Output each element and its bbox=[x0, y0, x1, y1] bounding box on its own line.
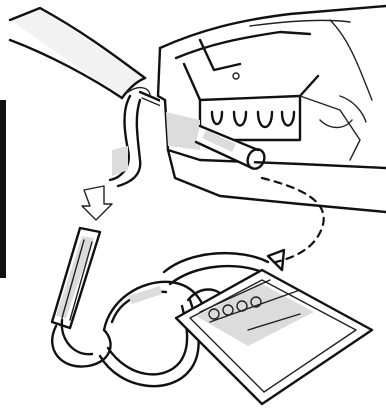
edge-bar bbox=[0, 100, 6, 278]
ferrule-sleeve-icon bbox=[52, 228, 100, 328]
down-arrow-icon bbox=[82, 186, 112, 220]
crimp-tool-icon bbox=[158, 6, 386, 212]
